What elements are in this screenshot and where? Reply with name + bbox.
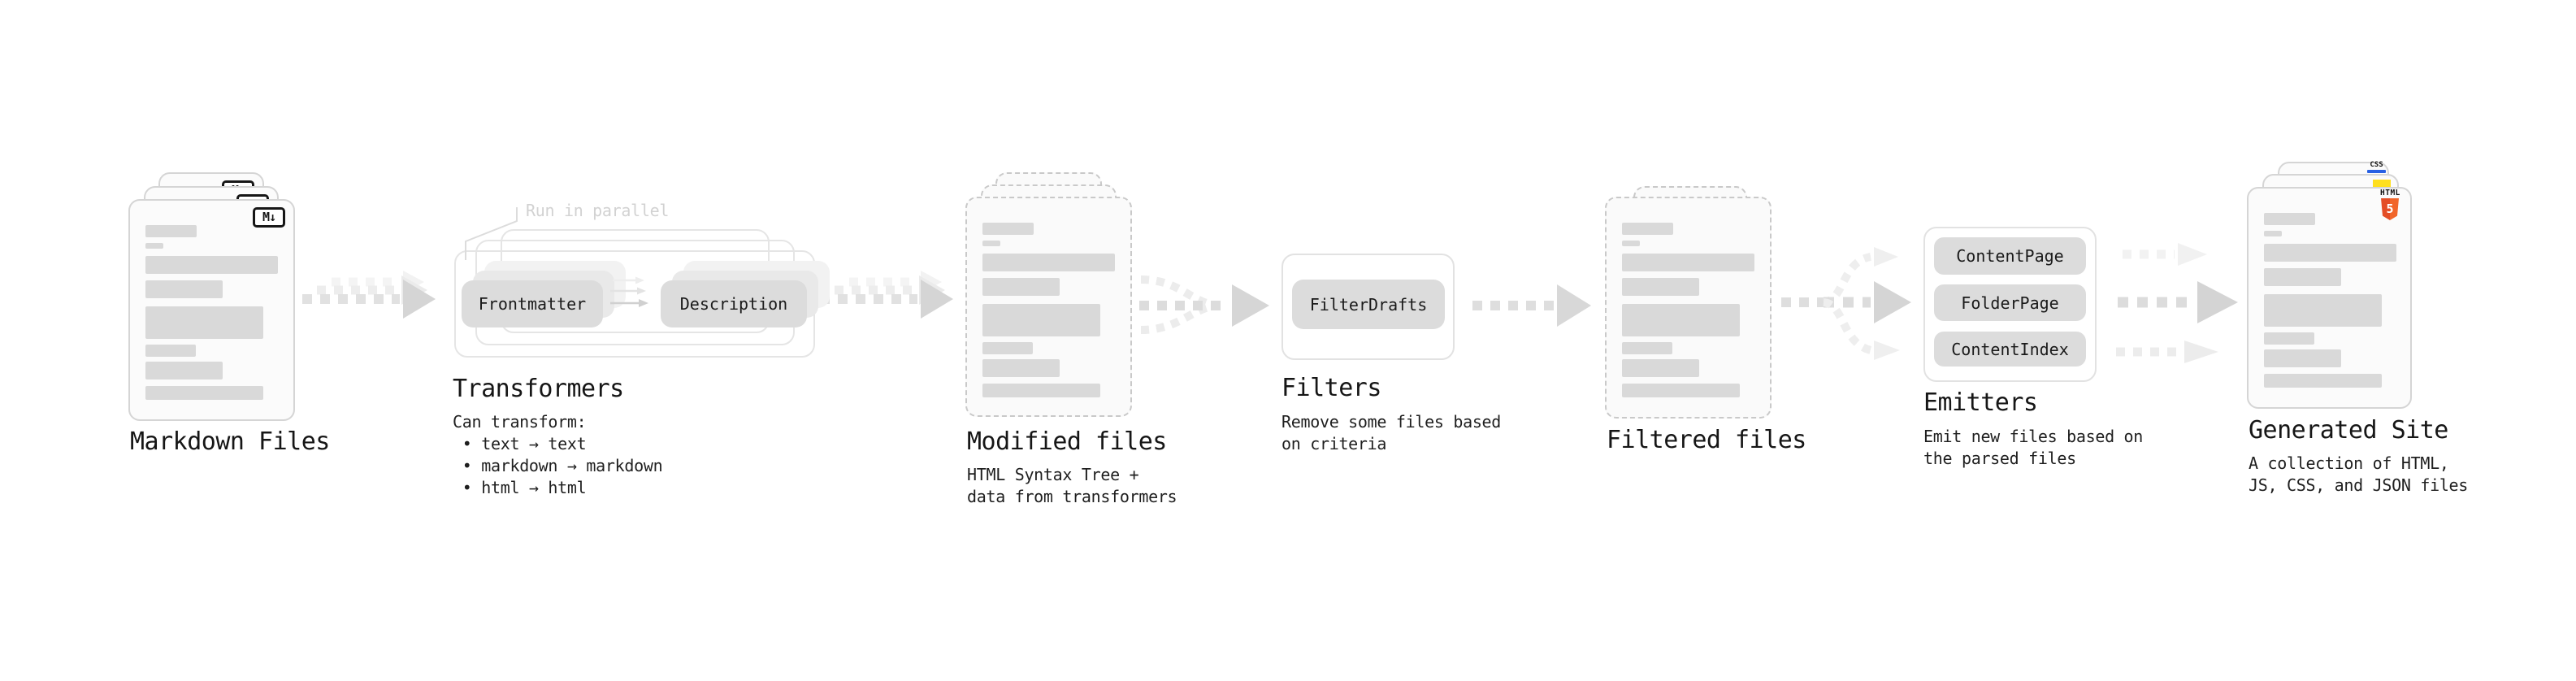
content-index-node: ContentIndex <box>1934 332 2086 367</box>
skeleton-bar <box>982 304 1100 336</box>
transform-step-arrows-icon <box>610 276 648 307</box>
html5-icon-label: HTML <box>2380 189 2400 197</box>
skeleton-bar <box>2264 244 2396 262</box>
skeleton-bar <box>2264 268 2341 286</box>
folder-page-node: FolderPage <box>1934 284 2086 321</box>
transformers-description: Can transform: • text → text • markdown … <box>453 412 663 497</box>
skeleton-bar <box>145 362 223 380</box>
emitters-description: Emit new files based on the parsed files <box>1923 427 2144 468</box>
skeleton-bar <box>1622 359 1699 377</box>
stage-title-markdown-files: Markdown Files <box>130 427 330 456</box>
markdown-file-front: M↓ <box>128 199 295 421</box>
html5-icon: HTML 5 <box>2380 189 2400 220</box>
skeleton-bar <box>2264 374 2382 388</box>
css-icon: CSS <box>2367 161 2386 173</box>
description-node: Description <box>661 280 807 327</box>
skeleton-bar <box>1622 304 1740 336</box>
filters-description: Remove some files based on criteria <box>1281 412 1502 453</box>
skeleton-bar <box>982 278 1060 296</box>
emitters-container <box>1923 227 2097 382</box>
content-page-node-label: ContentPage <box>1956 246 2064 266</box>
skeleton-bar <box>145 243 163 249</box>
modified-files-description: HTML Syntax Tree + data from transformer… <box>967 465 1177 506</box>
skeleton-bar <box>2264 213 2315 225</box>
flow-arrow-modified-to-filters <box>1139 275 1269 334</box>
modified-file-front <box>965 197 1132 417</box>
skeleton-bar <box>982 254 1115 271</box>
skeleton-bar <box>982 384 1100 397</box>
content-page-node: ContentPage <box>1934 237 2086 275</box>
flow-arrow-markdown-to-transformers <box>302 271 436 319</box>
css-icon-bar <box>2367 170 2386 173</box>
description-node-label: Description <box>679 294 788 314</box>
generated-file-html <box>2247 187 2412 409</box>
stage-title-modified-files: Modified files <box>967 427 1167 456</box>
skeleton-bar <box>2264 231 2282 236</box>
skeleton-bar <box>1622 223 1673 235</box>
js-icon <box>2373 180 2391 188</box>
run-in-parallel-note: Run in parallel <box>526 201 670 220</box>
stage-title-emitters: Emitters <box>1923 388 2038 417</box>
callout-line <box>465 207 518 260</box>
flow-arrows-emitters-to-generated <box>2116 243 2238 363</box>
folder-page-node-label: FolderPage <box>1961 293 2059 313</box>
skeleton-bar <box>982 223 1034 235</box>
skeleton-bar <box>145 225 197 237</box>
filter-drafts-node-label: FilterDrafts <box>1309 294 1428 314</box>
flow-arrow-transformers-to-modified <box>820 271 953 319</box>
skeleton-bar <box>1622 278 1699 296</box>
skeleton-bar <box>145 345 196 357</box>
content-index-node-label: ContentIndex <box>1951 339 2069 359</box>
skeleton-bar <box>145 386 263 400</box>
skeleton-bar <box>982 241 1000 246</box>
stage-title-filtered-files: Filtered files <box>1607 426 1806 454</box>
skeleton-bar <box>2264 294 2382 327</box>
skeleton-bar <box>145 280 223 298</box>
frontmatter-node: Frontmatter <box>462 280 603 327</box>
skeleton-bar <box>1622 342 1672 354</box>
markdown-icon: M↓ <box>253 207 285 228</box>
skeleton-bar <box>1622 384 1740 397</box>
skeleton-bar <box>2264 332 2314 345</box>
stage-title-filters: Filters <box>1281 374 1381 402</box>
skeleton-bar <box>2264 349 2341 367</box>
skeleton-bar <box>145 306 263 339</box>
stage-title-transformers: Transformers <box>453 375 624 403</box>
skeleton-bar <box>1622 241 1640 246</box>
generated-site-description: A collection of HTML, JS, CSS, and JSON … <box>2249 453 2469 495</box>
frontmatter-node-label: Frontmatter <box>478 294 587 314</box>
stage-title-generated-site: Generated Site <box>2249 416 2448 445</box>
flow-arrow-filters-to-filtered <box>1472 284 1591 327</box>
filters-container <box>1281 254 1455 360</box>
css-icon-label: CSS <box>2370 161 2383 169</box>
filtered-file-front <box>1605 197 1772 419</box>
flow-arrow-filtered-to-emitters <box>1781 247 1911 360</box>
skeleton-bar <box>982 359 1060 377</box>
filter-drafts-node: FilterDrafts <box>1292 280 1445 329</box>
skeleton-bar <box>982 342 1033 354</box>
html5-icon-shield: 5 <box>2381 198 2399 220</box>
skeleton-bar <box>145 256 278 274</box>
skeleton-bar <box>1622 254 1754 271</box>
